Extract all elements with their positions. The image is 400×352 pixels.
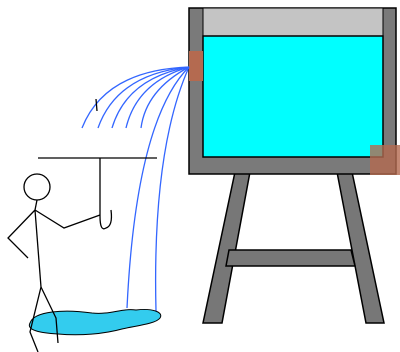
stick-figure-arm-right bbox=[35, 210, 100, 228]
water-jets bbox=[82, 67, 189, 311]
cane-hook bbox=[100, 158, 111, 229]
tank-water bbox=[203, 36, 383, 157]
stand-leg-right bbox=[337, 172, 384, 323]
leak-hole-upper bbox=[189, 51, 203, 81]
cane-tick bbox=[96, 99, 97, 111]
water-jet-long bbox=[156, 67, 189, 311]
tank-headspace bbox=[203, 8, 383, 36]
stand-crossbar bbox=[226, 250, 355, 266]
leak-hole-lower bbox=[370, 145, 400, 175]
water-jet bbox=[82, 67, 189, 128]
stick-figure-arm-left bbox=[8, 210, 35, 258]
water-tank bbox=[189, 8, 400, 175]
stand-leg-left bbox=[203, 172, 250, 323]
stick-figure-head bbox=[24, 174, 50, 200]
stick-figure-neck bbox=[35, 200, 37, 210]
water-puddle bbox=[29, 309, 160, 334]
water-jet bbox=[98, 67, 189, 128]
tank-stand bbox=[203, 172, 384, 323]
stick-figure-body bbox=[35, 210, 41, 287]
